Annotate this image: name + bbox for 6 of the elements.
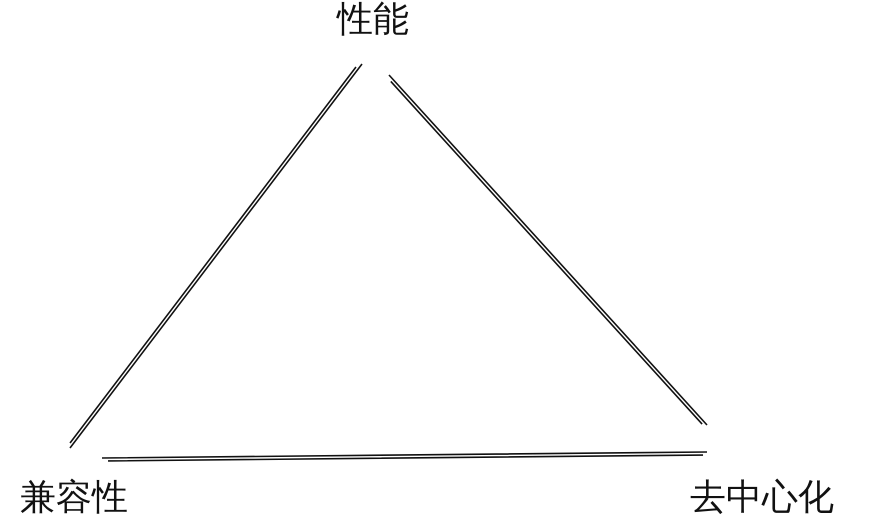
triangle-side-line	[101, 451, 708, 462]
triangle-side-line	[388, 74, 708, 426]
triangle-side-line	[69, 63, 363, 449]
vertex-label: 兼容性	[20, 478, 128, 518]
vertex-label: 去中心化	[690, 478, 834, 518]
vertex-label: 性能	[337, 0, 409, 40]
